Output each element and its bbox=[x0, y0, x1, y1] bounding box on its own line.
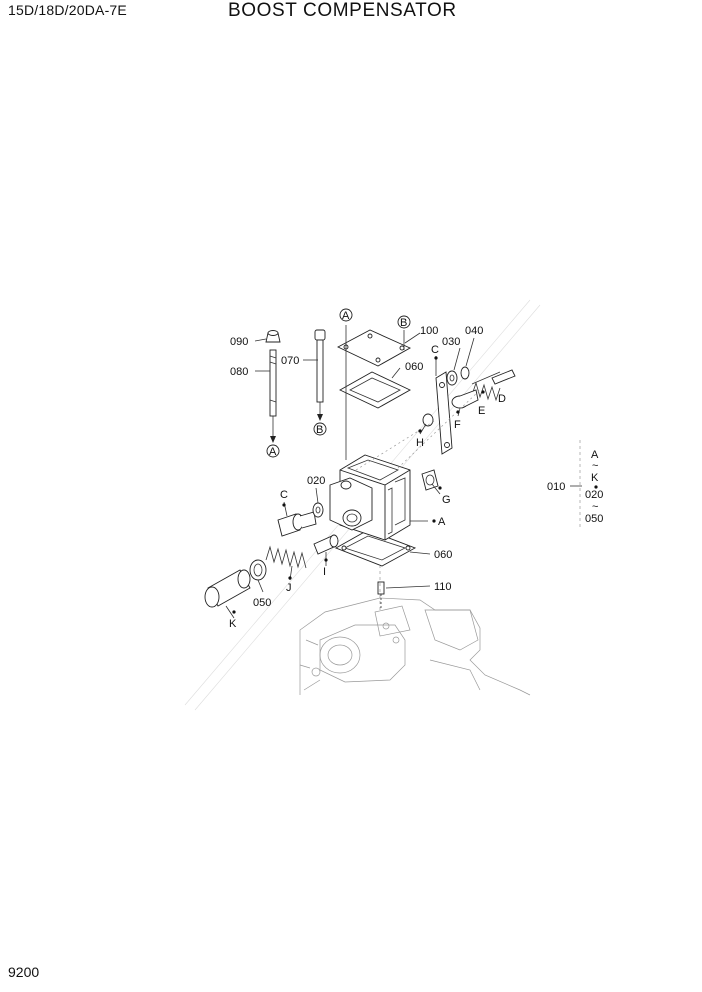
transmission-housing bbox=[299, 597, 531, 696]
callout-020: 020 bbox=[307, 475, 325, 487]
svg-text:K: K bbox=[591, 472, 599, 484]
bolt-070 bbox=[314, 329, 326, 421]
group-range-note: A ~ K 020 ~ 050 bbox=[585, 449, 603, 525]
bolt-c bbox=[277, 511, 317, 537]
letter-j: J bbox=[286, 582, 292, 594]
circled-letter-b-top: B bbox=[397, 315, 411, 329]
plug-h bbox=[422, 413, 434, 427]
rod-d bbox=[491, 369, 516, 385]
circled-letter-a-bottom: A bbox=[266, 444, 280, 458]
letter-g: G bbox=[442, 494, 451, 506]
callout-060-bottom: 060 bbox=[434, 549, 452, 561]
seal-020 bbox=[312, 502, 324, 518]
callout-090: 090 bbox=[230, 336, 248, 348]
compensator-body bbox=[329, 454, 411, 541]
letter-k: K bbox=[229, 618, 237, 630]
letter-f: F bbox=[454, 419, 461, 431]
svg-text:~: ~ bbox=[592, 460, 598, 472]
leader-lines bbox=[225, 325, 582, 619]
cap-k bbox=[204, 569, 251, 608]
letter-i: I bbox=[323, 566, 326, 578]
callout-080: 080 bbox=[230, 366, 248, 378]
model-label: 15D/18D/20DA-7E bbox=[8, 2, 127, 18]
letter-c-bolt: C bbox=[280, 489, 288, 501]
stud-bolt-080 bbox=[265, 330, 281, 443]
letter-h: H bbox=[416, 437, 424, 449]
washer-050 bbox=[249, 559, 267, 581]
callout-060-top: 060 bbox=[405, 361, 423, 373]
svg-text:B: B bbox=[400, 317, 407, 329]
svg-text:A: A bbox=[342, 310, 350, 322]
svg-text:~: ~ bbox=[592, 501, 598, 513]
callout-070: 070 bbox=[281, 355, 299, 367]
svg-text:020: 020 bbox=[585, 489, 603, 501]
plug-g bbox=[421, 469, 439, 491]
letter-a-body: A bbox=[438, 516, 446, 528]
callout-030: 030 bbox=[442, 336, 460, 348]
callout-040: 040 bbox=[465, 325, 483, 337]
letter-c-top: C bbox=[431, 344, 439, 356]
gasket-060-top bbox=[339, 371, 411, 409]
bracket-plate bbox=[435, 371, 453, 455]
svg-text:B: B bbox=[316, 424, 323, 436]
cover-plate-100 bbox=[336, 329, 411, 367]
washer-030 bbox=[446, 370, 458, 386]
ring-040 bbox=[460, 366, 470, 380]
callout-050: 050 bbox=[253, 597, 271, 609]
pin-i bbox=[313, 534, 339, 555]
letter-e: E bbox=[478, 405, 485, 417]
page-title: BOOST COMPENSATOR bbox=[228, 0, 457, 21]
page-number: 9200 bbox=[8, 964, 40, 980]
svg-text:050: 050 bbox=[585, 513, 603, 525]
callout-110: 110 bbox=[434, 581, 452, 593]
callout-010: 010 bbox=[547, 481, 565, 493]
spring-e bbox=[471, 371, 501, 402]
svg-text:A: A bbox=[591, 449, 599, 461]
circled-letter-a-top: A bbox=[339, 308, 353, 322]
svg-text:A: A bbox=[269, 446, 277, 458]
marker-dots bbox=[232, 356, 598, 614]
gasket-060-bottom bbox=[334, 529, 417, 567]
circled-letter-b-bottom: B bbox=[313, 422, 327, 436]
letter-d: D bbox=[498, 393, 506, 405]
spring-j bbox=[265, 545, 307, 569]
pin-110 bbox=[377, 581, 385, 610]
callout-100: 100 bbox=[420, 325, 438, 337]
